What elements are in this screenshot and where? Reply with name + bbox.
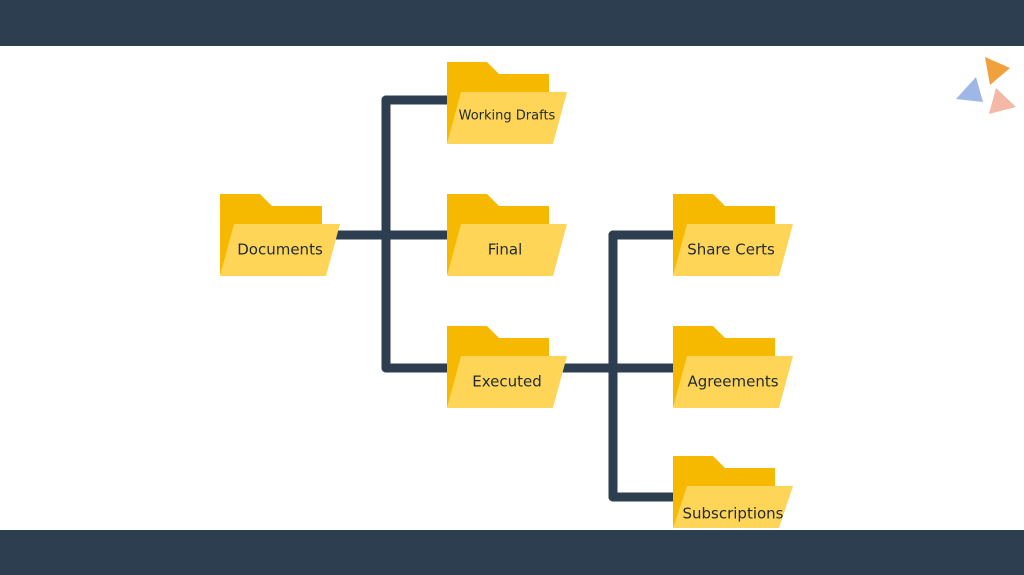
folder-icon <box>673 456 793 528</box>
bottom-band <box>0 530 1024 575</box>
folder-share-certs[interactable]: Share Certs <box>673 194 793 276</box>
folder-agreements[interactable]: Agreements <box>673 326 793 408</box>
folder-label: Share Certs <box>687 241 775 259</box>
folder-working-drafts[interactable]: Working Drafts <box>447 62 567 144</box>
connector-group <box>330 95 683 502</box>
folder-label: Documents <box>237 241 323 259</box>
folder-label: Subscriptions <box>682 505 783 523</box>
folder-label: Agreements <box>687 373 778 391</box>
brand-logo-icon <box>956 57 1016 114</box>
folder-icon <box>673 194 793 276</box>
folder-subscriptions[interactable]: Subscriptions <box>673 456 793 528</box>
logo-triangle-orange <box>985 57 1010 85</box>
top-band <box>0 0 1024 46</box>
logo-triangle-blue <box>956 77 983 102</box>
folder-documents[interactable]: Documents <box>220 194 340 276</box>
folder-executed[interactable]: Executed <box>447 326 567 408</box>
logo-triangle-peach <box>989 88 1016 114</box>
folder-icon <box>447 194 567 276</box>
folder-label: Working Drafts <box>459 109 556 124</box>
folder-icon <box>447 326 567 408</box>
folder-icon <box>673 326 793 408</box>
folder-label: Executed <box>472 373 542 391</box>
folder-label: Final <box>488 241 523 259</box>
folder-icon <box>447 62 567 144</box>
folder-final[interactable]: Final <box>447 194 567 276</box>
folder-icon <box>220 194 340 276</box>
